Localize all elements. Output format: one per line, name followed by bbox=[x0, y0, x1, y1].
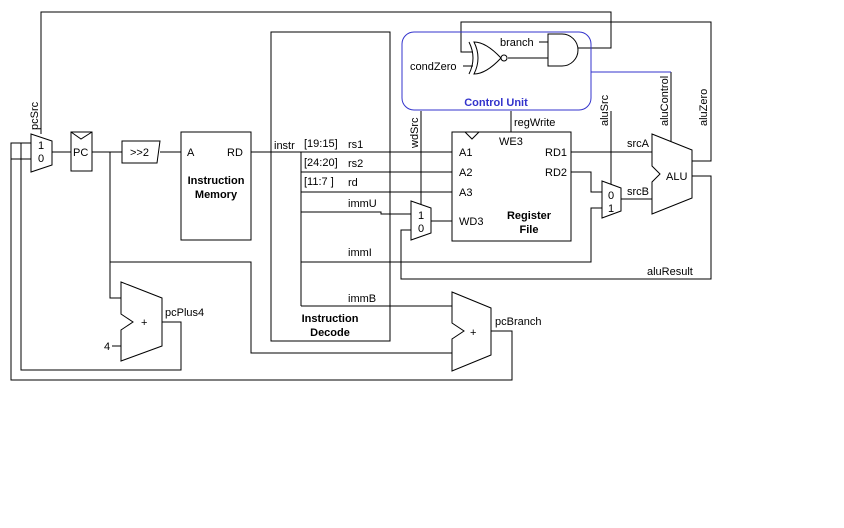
label-rs2: rs2 bbox=[348, 158, 363, 170]
blocks bbox=[30, 31, 693, 372]
wire-pc-to-pcplus4 bbox=[109, 152, 121, 299]
label-alu-mux-one: 1 bbox=[608, 203, 614, 215]
label-pcsrc: pcSrc bbox=[29, 101, 41, 130]
wires bbox=[10, 11, 712, 381]
label-shift: >>2 bbox=[130, 147, 149, 159]
label-alusrc: aluSrc bbox=[599, 94, 611, 126]
pcbranch-adder bbox=[451, 291, 492, 372]
wd-mux bbox=[410, 200, 432, 241]
label-rd-bits: [11:7 ] bbox=[304, 176, 334, 188]
wire-pcbranch-return bbox=[10, 142, 513, 381]
alu bbox=[651, 133, 693, 215]
label-imem-title1: Instruction bbox=[188, 175, 245, 187]
wire-rd2 bbox=[571, 171, 602, 193]
register-file bbox=[451, 131, 572, 242]
wire-pcplus4-return bbox=[20, 142, 182, 371]
label-condzero: condZero bbox=[410, 61, 456, 73]
label-branch: branch bbox=[500, 37, 534, 49]
label-rf-rd1: RD1 bbox=[545, 147, 567, 159]
label-rs1: rs1 bbox=[348, 139, 363, 151]
label-decode-title1: Instruction bbox=[302, 313, 359, 325]
pcplus4-adder bbox=[120, 281, 163, 362]
label-wd-mux-one: 1 bbox=[418, 210, 424, 222]
label-instr: instr bbox=[274, 140, 295, 152]
label-immi: immI bbox=[348, 247, 372, 259]
label-srca: srcA bbox=[627, 138, 650, 150]
label-pcbranch: pcBranch bbox=[495, 316, 541, 328]
pc-clock-mark bbox=[70, 131, 93, 140]
xnor-gate bbox=[473, 41, 502, 75]
label-imem-title2: Memory bbox=[195, 189, 238, 201]
label-wdsrc: wdSrc bbox=[409, 117, 421, 149]
labels: pcSrc 1 0 PC >>2 A RD Instruction Memory… bbox=[29, 37, 710, 353]
instruction-decode bbox=[270, 31, 391, 342]
label-rs2-bits: [24:20] bbox=[304, 157, 338, 169]
label-pc-mux-zero: 0 bbox=[38, 153, 44, 165]
label-rf-rd2: RD2 bbox=[545, 167, 567, 179]
and-gate bbox=[547, 33, 579, 67]
label-rs1-bits: [19:15] bbox=[304, 138, 338, 150]
label-aluresult: aluResult bbox=[647, 266, 693, 278]
label-rf-wd3: WD3 bbox=[459, 216, 483, 228]
pc-register bbox=[70, 131, 93, 172]
label-rf-title2: File bbox=[520, 224, 539, 236]
label-pc: PC bbox=[73, 147, 88, 159]
label-alu-mux-zero: 0 bbox=[608, 190, 614, 202]
control-unit bbox=[401, 31, 592, 111]
wire-aluzero bbox=[460, 21, 712, 162]
label-imem-rd: RD bbox=[227, 147, 243, 159]
wire-immu bbox=[301, 211, 411, 215]
instruction-memory bbox=[180, 131, 252, 241]
wire-immi bbox=[301, 207, 602, 263]
label-regwrite: regWrite bbox=[514, 117, 555, 129]
label-pc-mux-one: 1 bbox=[38, 140, 44, 152]
label-pcplus4-plus: + bbox=[141, 317, 147, 329]
label-srcb: srcB bbox=[627, 186, 649, 198]
wire-aluresult bbox=[400, 175, 712, 280]
label-rf-title1: Register bbox=[507, 210, 552, 222]
label-pcplus4: pcPlus4 bbox=[165, 307, 204, 319]
label-wd-mux-zero: 0 bbox=[418, 223, 424, 235]
label-control-unit: Control Unit bbox=[464, 97, 528, 109]
label-imem-a: A bbox=[187, 147, 195, 159]
label-immb: immB bbox=[348, 293, 376, 305]
label-decode-title2: Decode bbox=[310, 327, 350, 339]
xnor-gate-bubble bbox=[500, 54, 508, 62]
label-rd: rd bbox=[348, 177, 358, 189]
label-rf-a1: A1 bbox=[459, 147, 472, 159]
label-const-four: 4 bbox=[104, 341, 110, 353]
label-pcbranch-plus: + bbox=[470, 327, 476, 339]
pc-mux bbox=[30, 133, 53, 173]
label-alucontrol: aluControl bbox=[659, 76, 671, 126]
rf-clock-mark bbox=[464, 131, 480, 140]
wire-pc-to-pcbranch bbox=[110, 261, 452, 354]
label-aluzero: aluZero bbox=[698, 89, 710, 126]
xnor-gate-back-arc bbox=[468, 41, 474, 75]
label-rf-we3: WE3 bbox=[499, 136, 523, 148]
label-rf-a3: A3 bbox=[459, 187, 472, 199]
pcsrc-wire bbox=[40, 11, 612, 134]
label-rf-a2: A2 bbox=[459, 167, 472, 179]
label-immu: immU bbox=[348, 198, 377, 210]
shift-block bbox=[121, 140, 161, 164]
alu-src-mux bbox=[601, 180, 622, 219]
label-alu: ALU bbox=[666, 171, 687, 183]
